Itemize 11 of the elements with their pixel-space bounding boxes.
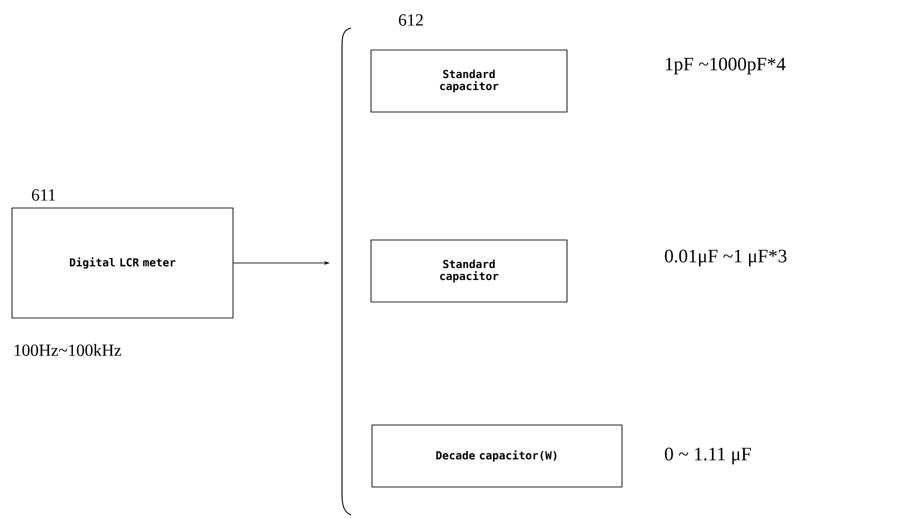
- value-label: 0 ~ 1.11 μF: [664, 448, 751, 464]
- value-label: 100Hz~100kHz: [14, 344, 122, 356]
- value-label: 1pF ~1000pF*4: [666, 58, 786, 74]
- bracket: [342, 28, 352, 516]
- component-box: Digital LCR meter: [12, 208, 234, 318]
- component-box: Standard capacitor: [370, 50, 568, 112]
- component-box: Decade capacitor(W): [372, 424, 622, 488]
- callout-number: 611: [32, 189, 56, 201]
- value-label: 0.01μF ~1 μF*3: [664, 250, 786, 266]
- component-box: Standard capacitor: [370, 240, 568, 302]
- callout-number: 612: [398, 14, 423, 26]
